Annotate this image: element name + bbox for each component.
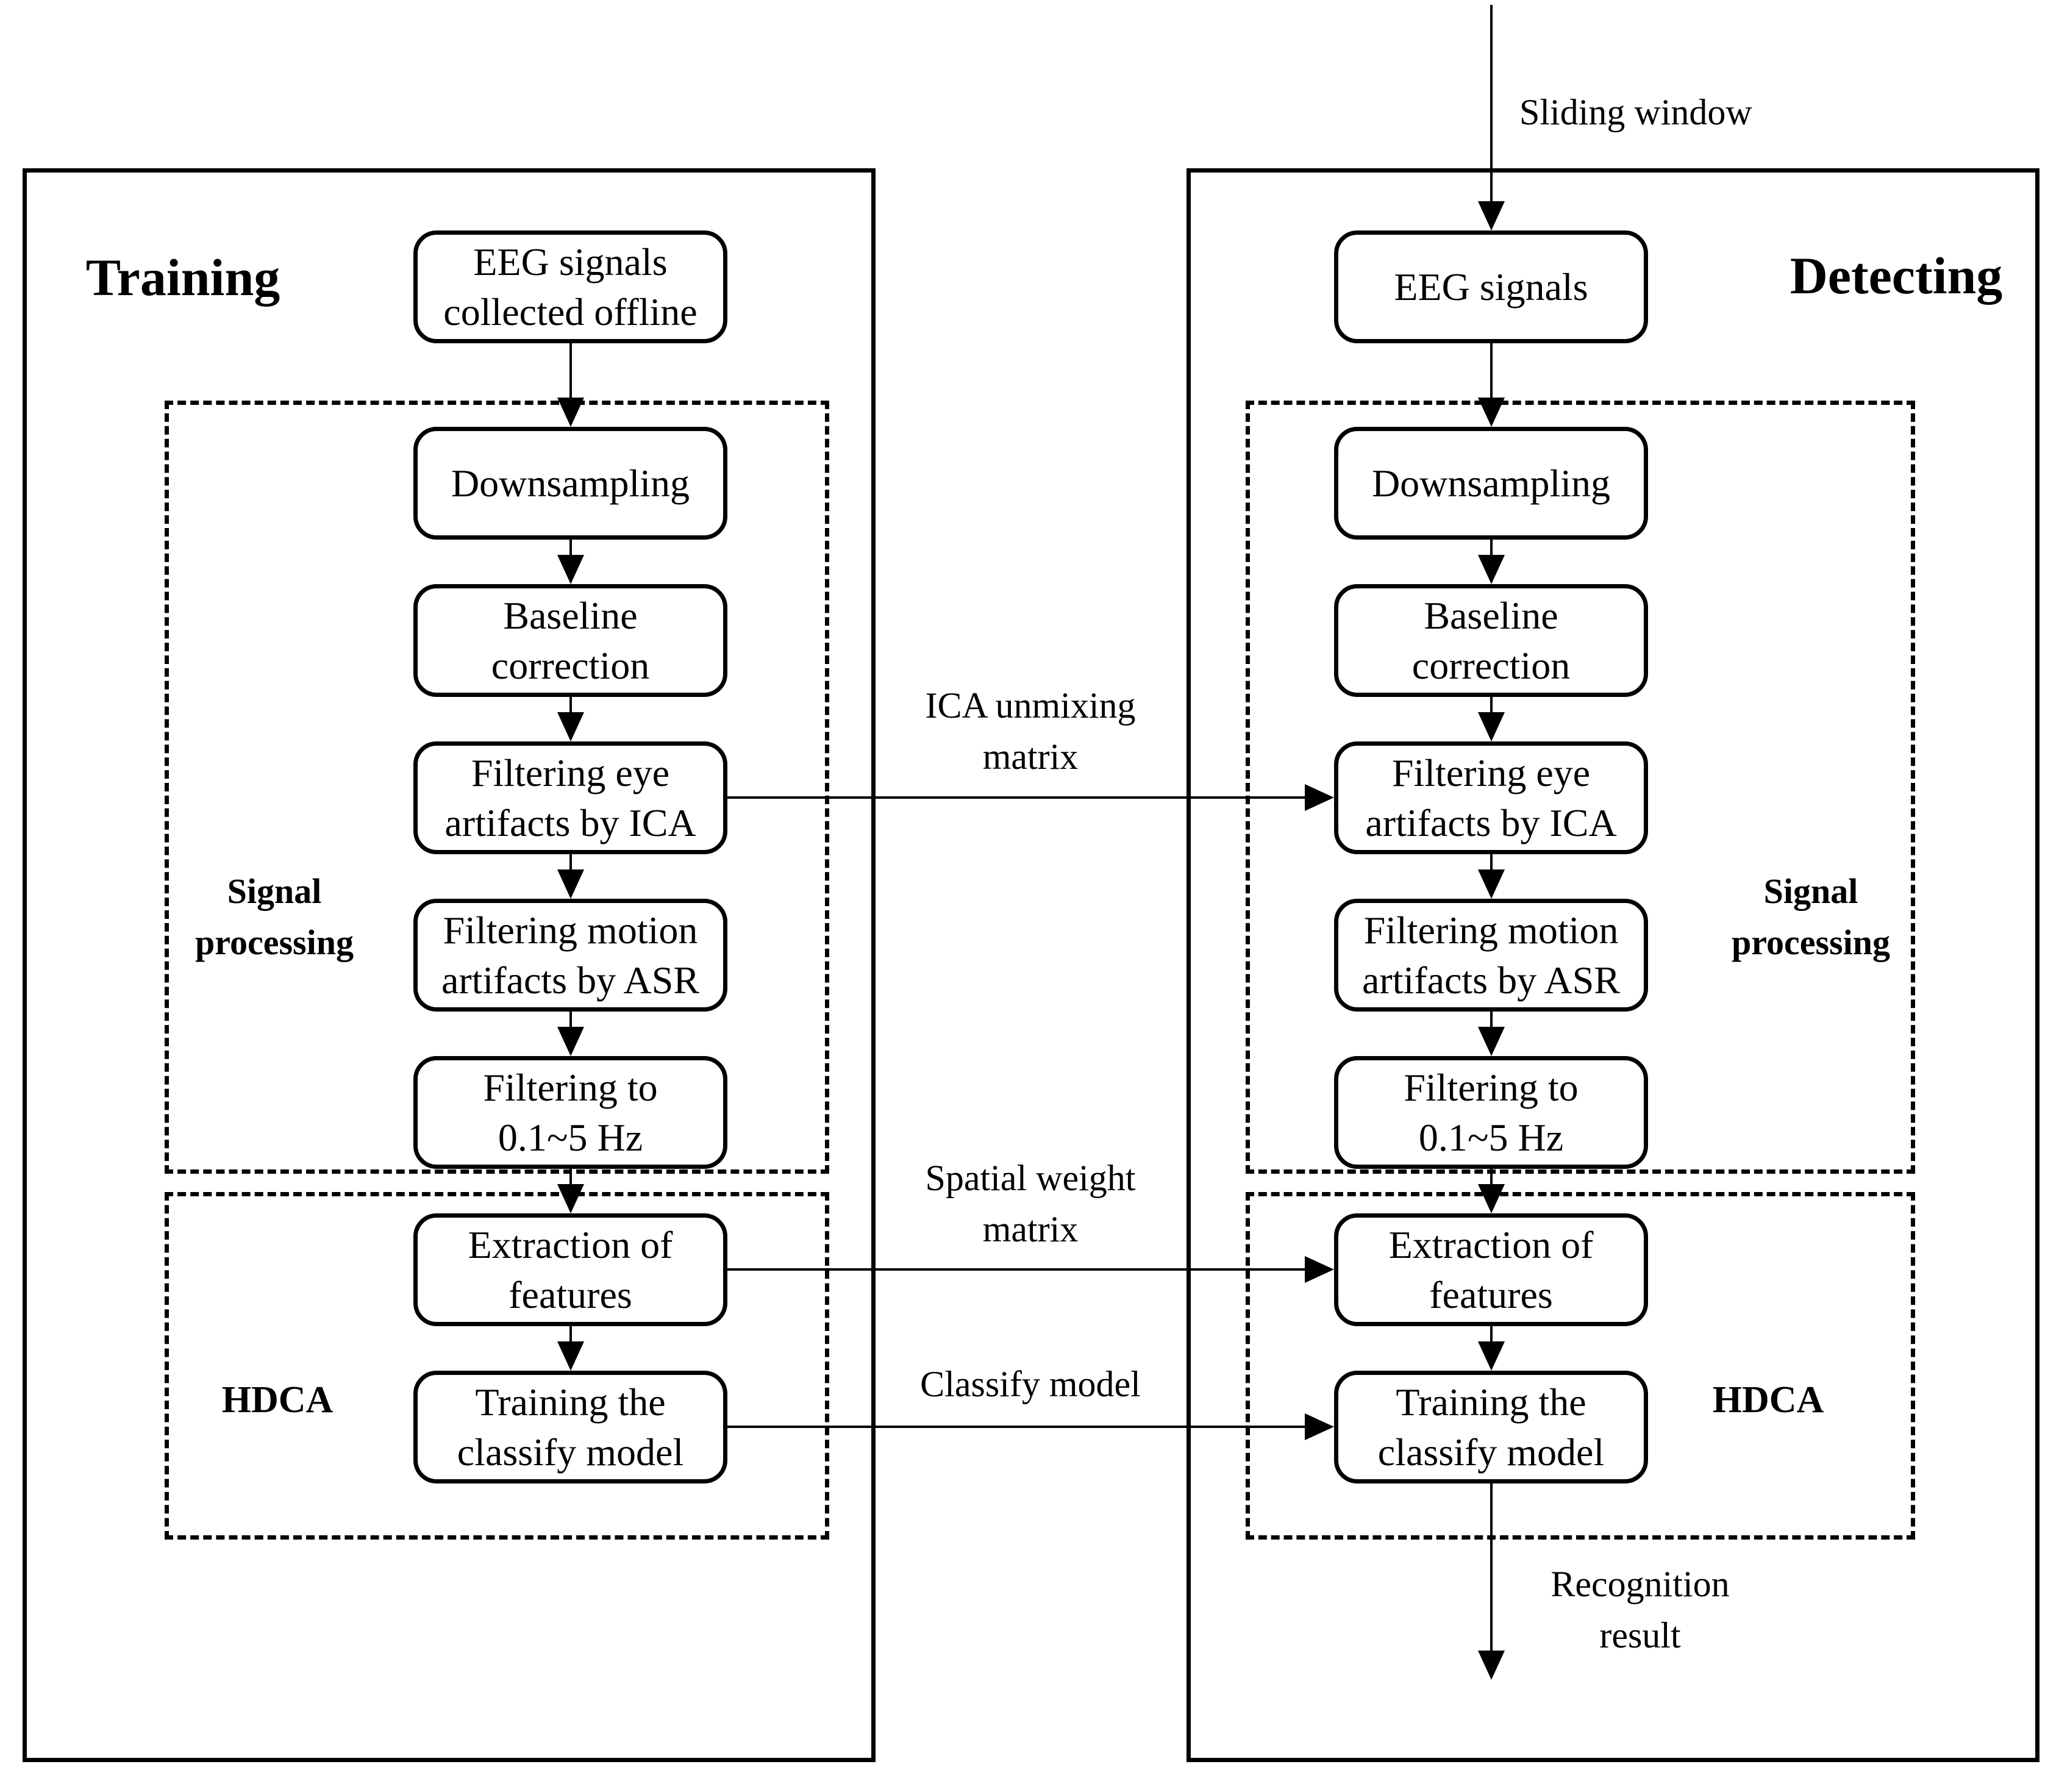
arrow-head: [557, 398, 584, 427]
arrow-head: [557, 869, 584, 899]
dashed-hdca-training: [165, 1192, 829, 1540]
box-detecting-baseline-correction: Baseline correction: [1334, 584, 1648, 697]
box-detecting-bandpass-filter: Filtering to 0.1~5 Hz: [1334, 1056, 1648, 1169]
arrow-head: [1305, 1256, 1334, 1283]
box-training-filter-asr: Filtering motion artifacts by ASR: [413, 899, 727, 1012]
label-spatial-weight-matrix: Spatial weight matrix: [925, 1158, 1136, 1249]
arrow-line: [1490, 1326, 1493, 1341]
arrow-head: [1478, 1651, 1505, 1680]
arrow-head: [1478, 201, 1505, 230]
box-detecting-filter-asr: Filtering motion artifacts by ASR: [1334, 899, 1648, 1012]
arrow-spatial-weight-matrix: [727, 1256, 1334, 1283]
arrow-training-1: [557, 343, 584, 427]
arrow-head: [1478, 1184, 1505, 1213]
dashed-signal-processing-detecting: [1246, 401, 1915, 1174]
title-training: Training: [85, 248, 280, 307]
arrow-line: [1490, 854, 1493, 869]
arrow-recognition-result: [1478, 1483, 1505, 1680]
box-detecting-filter-ica: Filtering eye artifacts by ICA: [1334, 741, 1648, 854]
arrow-line: [1490, 697, 1493, 712]
arrow-line: [569, 1326, 572, 1341]
dashed-hdca-detecting: [1246, 1192, 1915, 1540]
arrow-training-3: [557, 697, 584, 741]
arrow-line: [1490, 5, 1493, 201]
arrow-line: [727, 796, 1307, 799]
arrow-line: [727, 1268, 1307, 1271]
arrow-head: [557, 555, 584, 584]
box-training-bandpass-filter: Filtering to 0.1~5 Hz: [413, 1056, 727, 1169]
panel-detecting: [1187, 168, 2039, 1762]
arrow-line: [1490, 1169, 1493, 1184]
arrow-detecting-1: [1478, 343, 1505, 427]
arrow-sliding-window: [1478, 5, 1505, 230]
arrow-line: [569, 1169, 572, 1184]
box-detecting-downsampling: Downsampling: [1334, 427, 1648, 540]
label-signal-processing-detecting: Signal processing: [1732, 871, 1890, 963]
box-training-feature-extraction: Extraction of features: [413, 1213, 727, 1326]
title-detecting: Detecting: [1790, 246, 2003, 305]
arrow-line: [569, 854, 572, 869]
panel-training: [23, 168, 876, 1762]
arrow-detecting-5: [1478, 1012, 1505, 1056]
arrow-training-5: [557, 1012, 584, 1056]
label-ica-unmixing-matrix: ICA unmixing matrix: [925, 685, 1136, 777]
arrow-line: [569, 1012, 572, 1027]
box-detecting-feature-extraction: Extraction of features: [1334, 1213, 1648, 1326]
arrow-line: [1490, 343, 1493, 398]
label-classify-model: Classify model: [920, 1364, 1141, 1404]
arrow-head: [1478, 1341, 1505, 1371]
arrow-training-2: [557, 540, 584, 584]
arrow-head: [557, 1027, 584, 1056]
dashed-signal-processing-training: [165, 401, 829, 1174]
box-detecting-classify-model: Training the classify model: [1334, 1371, 1648, 1483]
arrow-head: [1478, 555, 1505, 584]
arrow-detecting-6: [1478, 1169, 1505, 1213]
arrow-detecting-3: [1478, 697, 1505, 741]
label-signal-processing-training: Signal processing: [195, 871, 354, 963]
box-training-filter-ica: Filtering eye artifacts by ICA: [413, 741, 727, 854]
arrow-head: [1478, 869, 1505, 899]
arrow-training-6: [557, 1169, 584, 1213]
arrow-line: [727, 1426, 1307, 1428]
arrow-line: [1490, 540, 1493, 555]
arrow-line: [569, 343, 572, 398]
label-hdca-training: HDCA: [221, 1379, 334, 1421]
box-training-classify-model: Training the classify model: [413, 1371, 727, 1483]
box-training-eeg-signals: EEG signals collected offline: [413, 230, 727, 343]
arrow-head: [1305, 1413, 1334, 1440]
arrow-detecting-7: [1478, 1326, 1505, 1371]
arrow-line: [569, 540, 572, 555]
arrow-detecting-2: [1478, 540, 1505, 584]
arrow-line: [1490, 1012, 1493, 1027]
arrow-head: [557, 712, 584, 741]
arrow-line: [569, 697, 572, 712]
arrow-classify-model: [727, 1413, 1334, 1440]
arrow-head: [557, 1341, 584, 1371]
arrow-line: [1490, 1483, 1493, 1651]
arrow-detecting-4: [1478, 854, 1505, 899]
arrow-head: [1478, 1027, 1505, 1056]
arrow-head: [1478, 398, 1505, 427]
label-recognition-result: Recognition result: [1550, 1564, 1730, 1655]
box-detecting-eeg-signals: EEG signals: [1334, 230, 1648, 343]
box-training-downsampling: Downsampling: [413, 427, 727, 540]
arrow-ica-unmixing-matrix: [727, 784, 1334, 811]
label-sliding-window: Sliding window: [1519, 92, 1752, 132]
label-hdca-detecting: HDCA: [1712, 1379, 1824, 1421]
arrow-training-4: [557, 854, 584, 899]
box-training-baseline-correction: Baseline correction: [413, 584, 727, 697]
arrow-head: [557, 1184, 584, 1213]
arrow-head: [1478, 712, 1505, 741]
arrow-training-7: [557, 1326, 584, 1371]
arrow-head: [1305, 784, 1334, 811]
